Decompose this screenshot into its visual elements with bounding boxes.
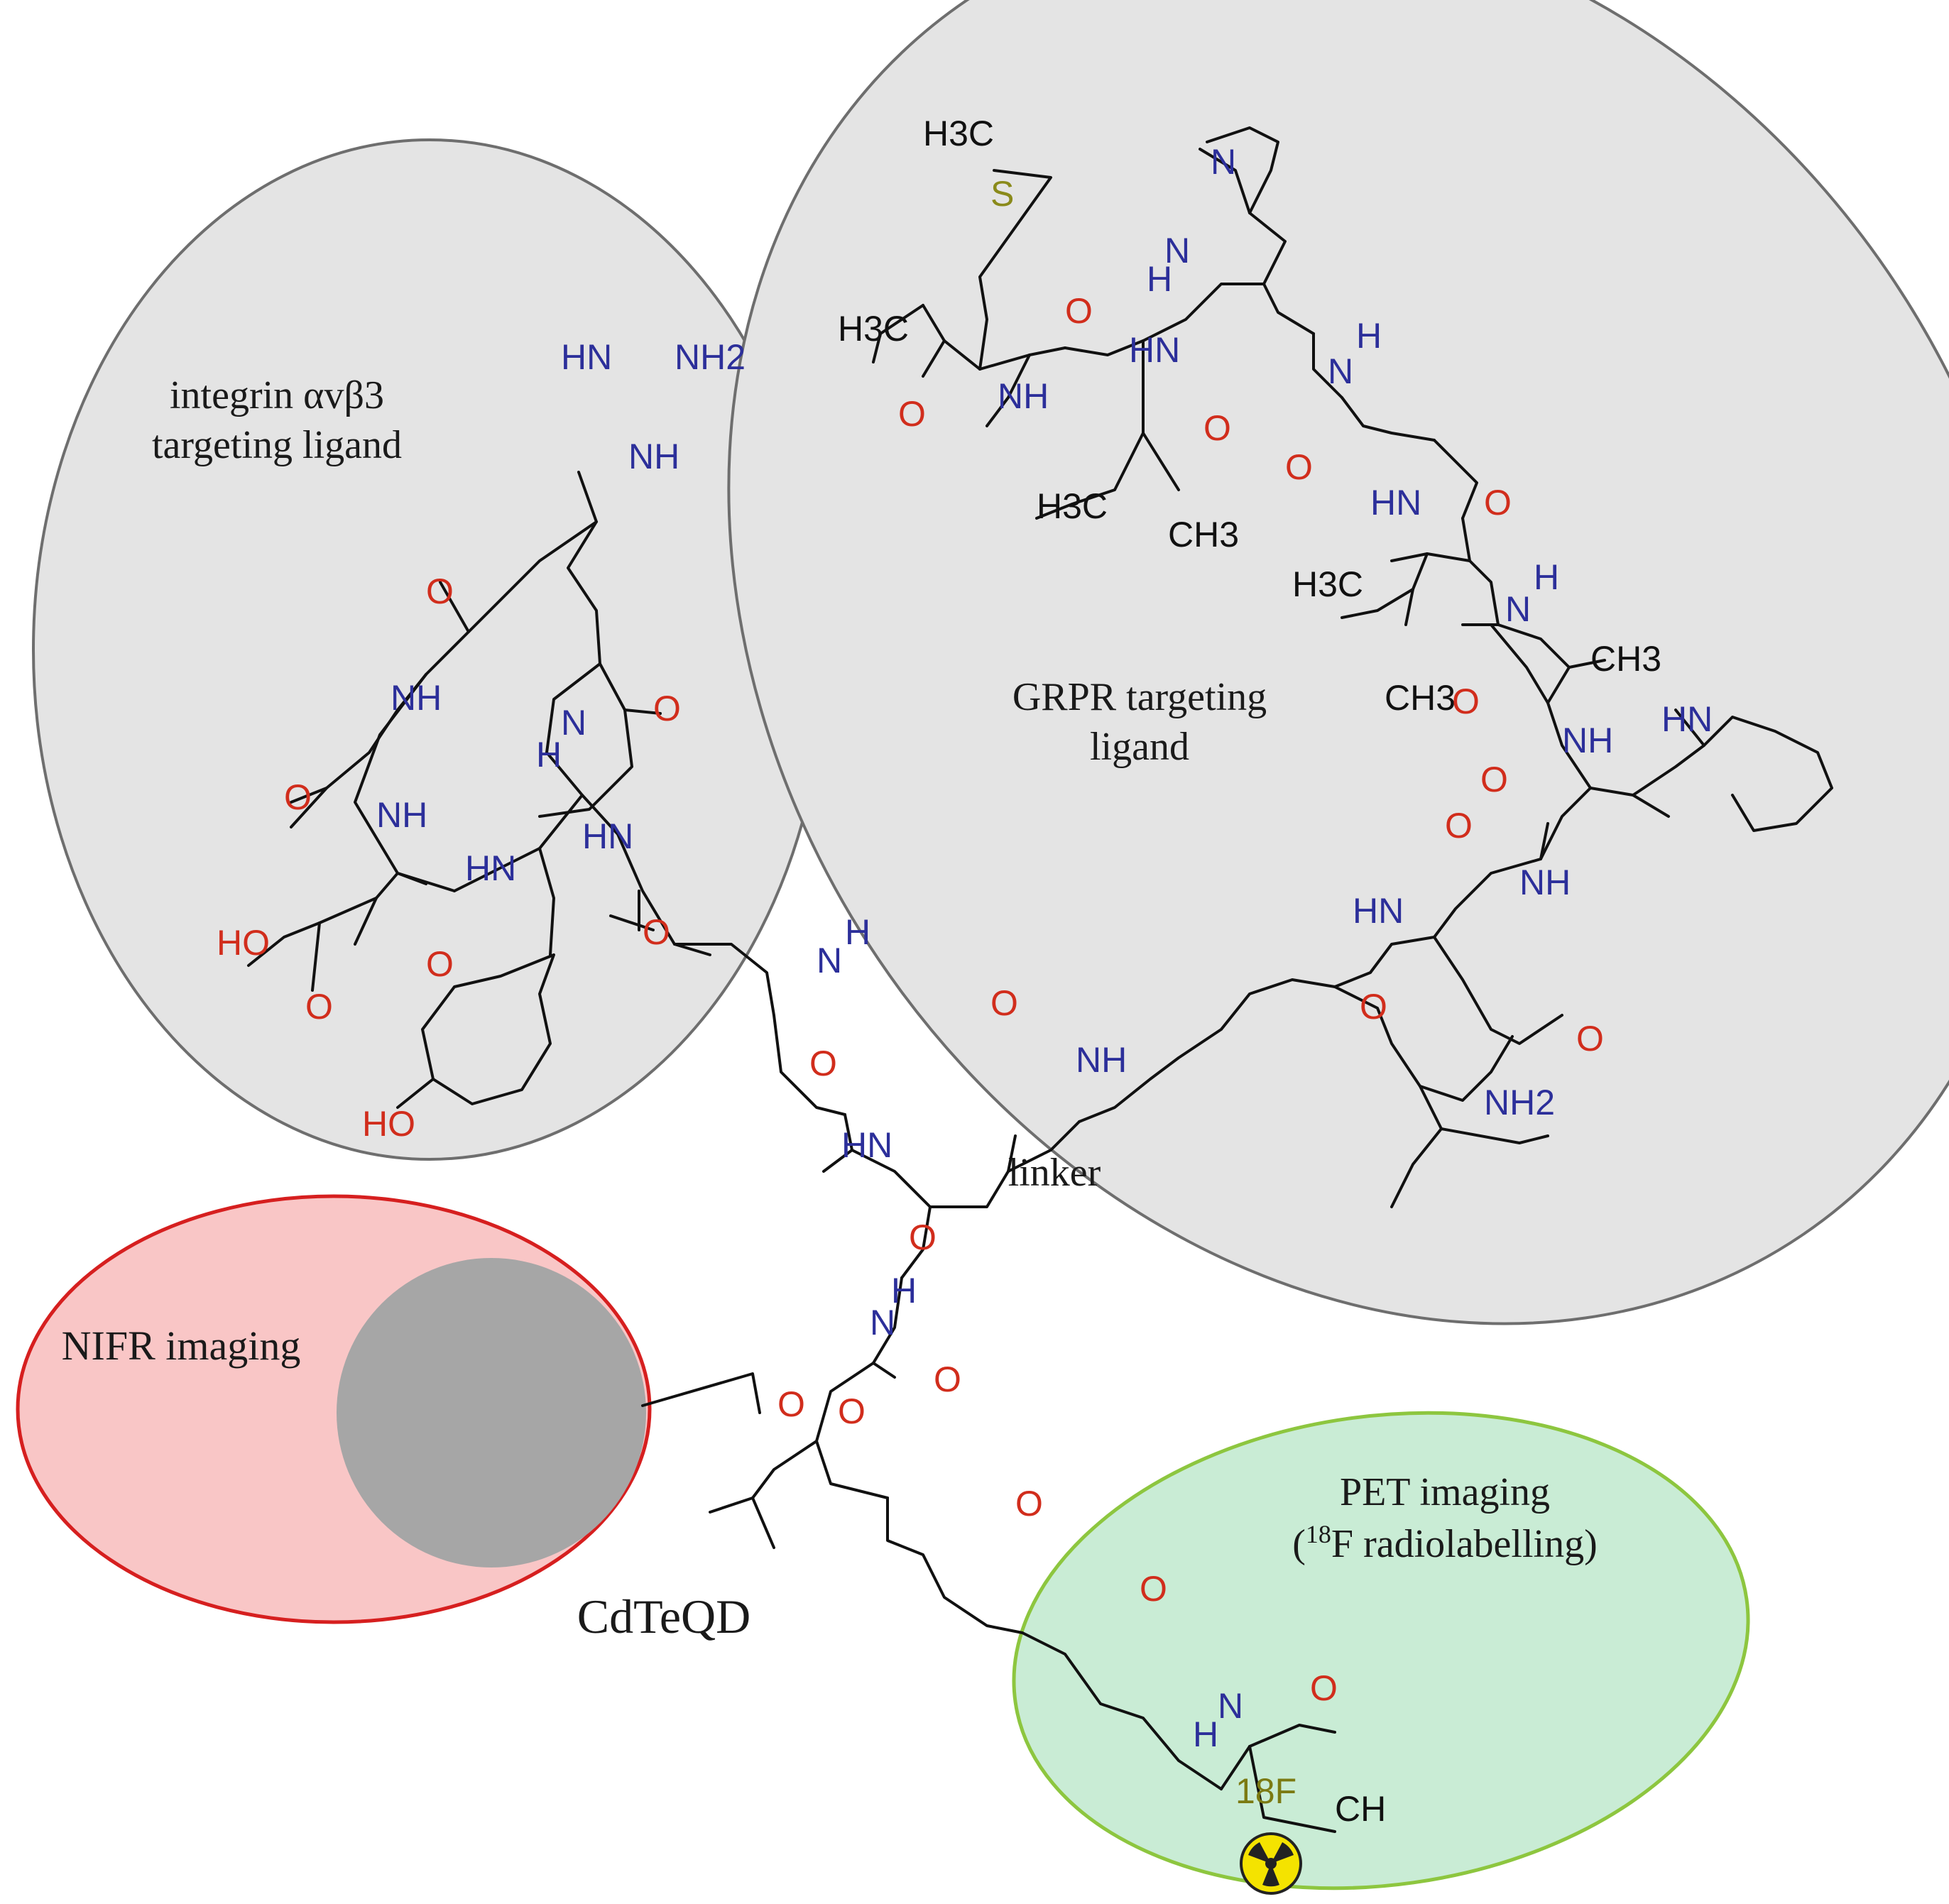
pet-label-line1: PET imaging bbox=[1340, 1470, 1550, 1514]
atom-n: N bbox=[1164, 231, 1190, 270]
grpr-label-line1: GRPR targeting bbox=[1012, 675, 1267, 719]
atom-o: O bbox=[1203, 408, 1231, 448]
atom-hn: HN bbox=[561, 337, 612, 377]
atom-nh: NH bbox=[376, 795, 427, 835]
atom-ho: HO bbox=[217, 923, 270, 963]
atom-o: O bbox=[1310, 1668, 1338, 1708]
atom-hn: HN bbox=[1353, 891, 1404, 931]
atom-ch: CH bbox=[1335, 1789, 1386, 1829]
atom-n: N bbox=[817, 941, 842, 980]
bond-skeleton bbox=[247, 126, 1833, 1833]
atom-o: O bbox=[898, 394, 926, 434]
atom-o: O bbox=[934, 1359, 961, 1399]
atom-h: H bbox=[536, 735, 562, 775]
atom-o: O bbox=[1484, 483, 1512, 522]
atom-o: O bbox=[426, 571, 454, 611]
atom-nh2: NH2 bbox=[1484, 1083, 1555, 1122]
atom-o: O bbox=[990, 983, 1018, 1023]
atom-hn: HN bbox=[1370, 483, 1421, 522]
atom-n: N bbox=[870, 1303, 895, 1342]
atom-o: O bbox=[1285, 447, 1313, 487]
atom-h3c: H3C bbox=[923, 114, 994, 153]
atom-h: H bbox=[845, 912, 870, 952]
atom-o: O bbox=[1445, 806, 1473, 846]
atom-hn: HN bbox=[465, 848, 516, 888]
atom-o: O bbox=[838, 1391, 866, 1431]
atom-labels: HN NH2 NH O NH N H O O NH HN HN O O HO O… bbox=[217, 114, 1713, 1829]
atom-o: O bbox=[1452, 682, 1480, 721]
atom-ch3: CH3 bbox=[1590, 639, 1661, 679]
atom-o: O bbox=[809, 1044, 837, 1083]
atom-ch3: CH3 bbox=[1168, 515, 1239, 554]
atom-o: O bbox=[1065, 291, 1093, 331]
atom-h: H bbox=[1147, 259, 1172, 299]
atom-nh: NH bbox=[1076, 1040, 1127, 1080]
atom-h3c: H3C bbox=[1292, 564, 1363, 604]
atom-hn: HN bbox=[1661, 699, 1713, 739]
atom-o: O bbox=[1015, 1484, 1043, 1523]
atom-o: O bbox=[284, 777, 312, 817]
atom-nh2: NH2 bbox=[675, 337, 746, 377]
atom-f18: 18F bbox=[1235, 1771, 1296, 1811]
atom-o: O bbox=[777, 1384, 805, 1424]
atom-nh: NH bbox=[1519, 863, 1571, 902]
linker-label: linker bbox=[1008, 1151, 1101, 1195]
atom-h: H bbox=[1534, 557, 1559, 597]
atom-o: O bbox=[305, 987, 333, 1027]
atom-o: O bbox=[1140, 1569, 1167, 1609]
pet-ellipse bbox=[1012, 1411, 1750, 1891]
grpr-label-line2: ligand bbox=[1090, 725, 1189, 769]
radiation-icon bbox=[1240, 1832, 1302, 1895]
atom-o: O bbox=[653, 689, 681, 728]
integrin-ellipse bbox=[32, 138, 827, 1161]
quantum-dot-core bbox=[337, 1258, 646, 1567]
integrin-label-line1: integrin αvβ3 bbox=[170, 373, 384, 417]
atom-nh: NH bbox=[1562, 721, 1613, 760]
atom-ch3: CH3 bbox=[1385, 678, 1456, 718]
atom-hn: HN bbox=[582, 816, 633, 856]
quantum-dot-label: CdTeQD bbox=[577, 1590, 751, 1643]
atom-nh: NH bbox=[628, 437, 679, 476]
atom-h: H bbox=[1356, 316, 1382, 356]
atom-ho: HO bbox=[362, 1104, 415, 1144]
atom-nh: NH bbox=[391, 678, 442, 718]
atom-n: N bbox=[1211, 142, 1236, 182]
atom-h: H bbox=[1193, 1714, 1218, 1754]
atom-o: O bbox=[1576, 1019, 1604, 1058]
atom-s: S bbox=[990, 174, 1014, 214]
atom-hn: HN bbox=[841, 1125, 892, 1165]
atom-o: O bbox=[426, 944, 454, 984]
atom-h3c: H3C bbox=[1037, 486, 1108, 526]
atom-o: O bbox=[1480, 760, 1508, 799]
atom-n: N bbox=[1505, 589, 1531, 629]
integrin-label-line2: targeting ligand bbox=[152, 423, 402, 467]
atom-h3c: H3C bbox=[838, 309, 909, 349]
atom-nh: NH bbox=[998, 376, 1049, 416]
atom-n: N bbox=[1328, 351, 1353, 391]
atom-o: O bbox=[643, 912, 670, 952]
atom-o: O bbox=[1360, 987, 1387, 1027]
atom-n: N bbox=[1218, 1686, 1243, 1726]
grpr-ellipse bbox=[727, 0, 1949, 1325]
atom-hn: HN bbox=[1129, 330, 1180, 370]
pet-label-line2: (18F radiolabelling) bbox=[1292, 1520, 1597, 1566]
nifr-label: NIFR imaging bbox=[62, 1323, 301, 1369]
atom-n: N bbox=[561, 703, 586, 743]
atom-h: H bbox=[891, 1271, 917, 1311]
atom-o: O bbox=[909, 1218, 937, 1257]
